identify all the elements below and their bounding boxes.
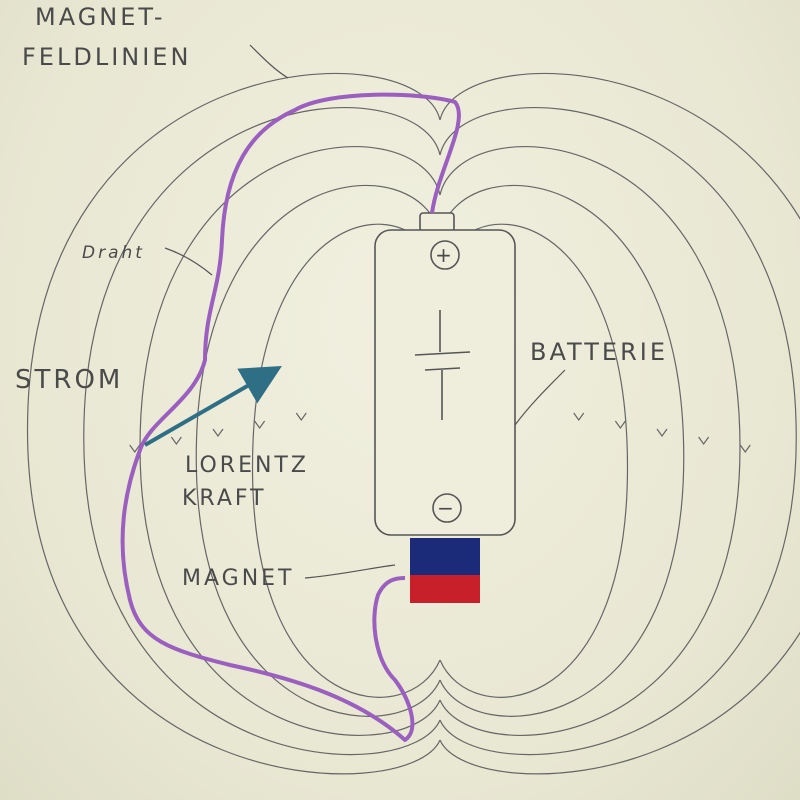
- battery-body: [374, 229, 516, 536]
- pointer-magnet: [304, 564, 396, 579]
- magnet-north: [410, 538, 480, 576]
- pointer-field-lines: [249, 44, 289, 79]
- field-direction-arrow-icon: [698, 436, 710, 446]
- field-line: [439, 72, 800, 775]
- battery-label: BATTERIE: [530, 338, 668, 366]
- field-direction-arrow-icon: [170, 436, 182, 446]
- magnet-label: MAGNET: [182, 566, 295, 591]
- field-line: [439, 145, 741, 737]
- current-label: STROM: [15, 365, 123, 395]
- field-direction-arrow-icon: [212, 428, 224, 438]
- field-line: [439, 223, 629, 698]
- field-direction-arrow-icon: [129, 444, 141, 454]
- magnet: [410, 538, 480, 603]
- field-line: [439, 185, 685, 717]
- battery-terminal: [419, 212, 455, 232]
- field-direction-arrow-icon: [295, 412, 307, 422]
- minus-circle-icon: [432, 493, 462, 523]
- pointer-wire: [164, 247, 213, 276]
- wire: [120, 92, 461, 742]
- plus-label: +: [435, 243, 455, 267]
- field-line: [439, 107, 797, 756]
- field-direction-arrow-icon: [656, 428, 668, 438]
- field-line: [195, 185, 441, 717]
- field-lines-label-1: MAGNET-: [35, 3, 166, 31]
- battery-symbol-long: [414, 351, 471, 356]
- field-line: [26, 72, 441, 775]
- field-direction-arrow-icon: [614, 420, 626, 430]
- battery-symbol-short: [424, 367, 461, 371]
- field-line: [83, 107, 441, 756]
- lorentz-label-2: KRAFT: [182, 486, 267, 511]
- plus-circle-icon: [430, 240, 460, 270]
- lorentz-force-arrow: [144, 366, 282, 447]
- field-direction-arrow-icon: [573, 412, 585, 422]
- battery: [374, 212, 516, 536]
- minus-label: −: [437, 496, 457, 520]
- field-line: [251, 223, 441, 698]
- wire-label: Draht: [82, 243, 145, 263]
- field-direction-arrow-icon: [254, 420, 266, 430]
- field-direction-arrow-icon: [739, 444, 751, 454]
- field-lines-label-2: FELDLINIEN: [22, 43, 191, 71]
- magnet-south: [410, 575, 480, 603]
- pointer-battery: [514, 369, 566, 426]
- lorentz-label-1: LORENTZ: [185, 453, 309, 478]
